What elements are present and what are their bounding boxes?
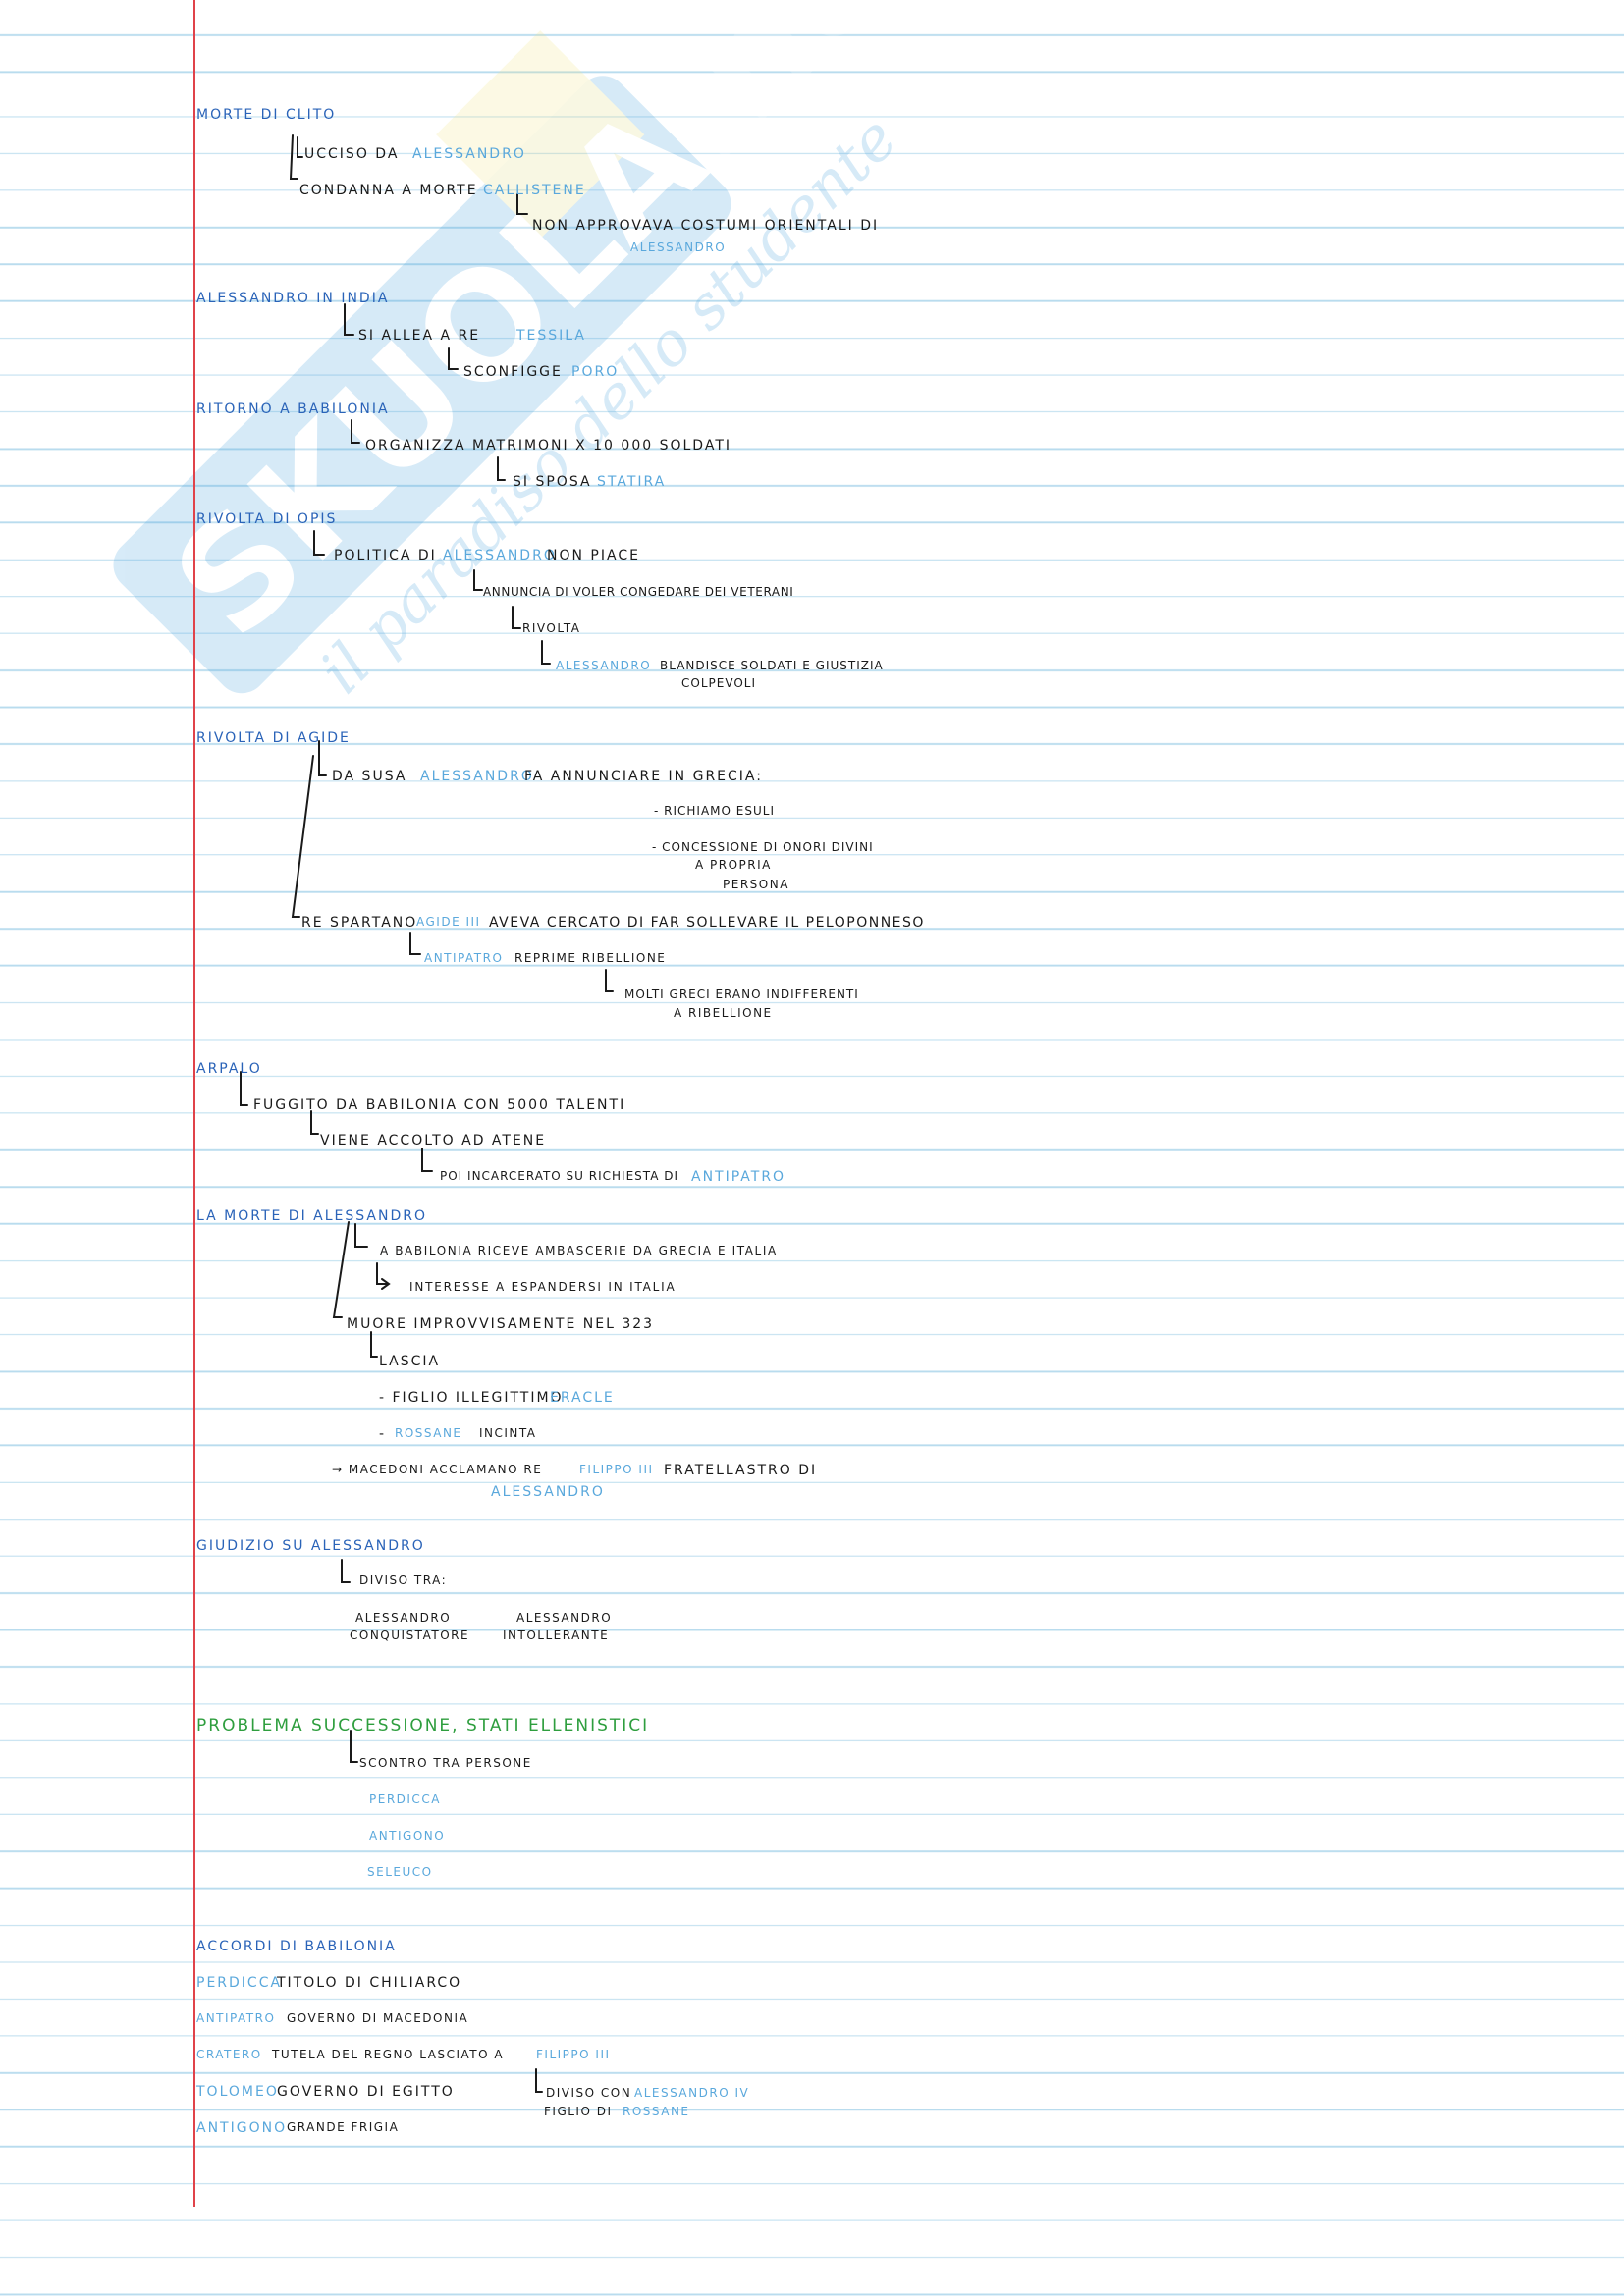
- name-highlight: ALESSANDRO: [443, 548, 557, 563]
- name-highlight: ANTIGONO: [369, 1829, 446, 1842]
- note-text: - FIGLIO ILLEGITTIMO: [379, 1390, 564, 1406]
- note-text: CONDANNA A MORTE: [299, 183, 478, 198]
- name-highlight: ROSSANE: [623, 2105, 690, 2118]
- note-text: RIVOLTA: [522, 621, 581, 635]
- margin-line: [193, 0, 195, 2207]
- note-text: BLANDISCE SOLDATI E GIUSTIZIA: [660, 659, 884, 672]
- note-text: AVEVA CERCATO DI FAR SOLLEVARE IL PELOPO…: [489, 915, 925, 931]
- note-text: POLITICA DI: [334, 548, 437, 563]
- note-text: FUGGITO DA BABILONIA CON 5000 TALENTI: [253, 1097, 626, 1113]
- note-text: PERSONA: [723, 878, 789, 891]
- name-highlight: ALESSANDRO IV: [634, 2086, 750, 2100]
- name-highlight: CALLISTENE: [483, 183, 586, 198]
- name-highlight: ANTIPATRO: [424, 951, 504, 965]
- note-text: DIVISO TRA:: [359, 1574, 448, 1587]
- note-text: SCONTRO TRA PERSONE: [359, 1756, 532, 1770]
- name-highlight: AGIDE III: [416, 915, 481, 929]
- name-highlight: CRATERO: [196, 2048, 262, 2061]
- note-text: POI INCARCERATO SU RICHIESTA DI: [440, 1169, 678, 1183]
- name-highlight: TOLOMEO: [196, 2084, 279, 2100]
- note-text: GRANDE FRIGIA: [287, 2120, 400, 2134]
- note-text: COLPEVOLI: [681, 676, 756, 690]
- note-text: DIVISO CON: [546, 2086, 632, 2100]
- note-text: DA SUSA: [332, 769, 407, 784]
- name-highlight: ANTIPATRO: [196, 2011, 276, 2025]
- name-highlight: STATIRA: [597, 474, 667, 490]
- name-highlight: SELEUCO: [367, 1865, 433, 1879]
- note-text: A PROPRIA: [695, 858, 772, 872]
- note-text: FA ANNUNCIARE IN GRECIA:: [524, 769, 763, 784]
- name-highlight: ANTIGONO: [196, 2120, 288, 2136]
- section-heading-giudizio: GIUDIZIO SU ALESSANDRO: [196, 1538, 425, 1554]
- name-highlight: ALESSANDRO: [420, 769, 534, 784]
- name-highlight: PERDICCA: [369, 1792, 441, 1806]
- section-heading-opis: RIVOLTA DI OPIS: [196, 511, 338, 527]
- name-highlight: ERACLE: [550, 1390, 615, 1406]
- note-text: ANNUNCIA DI VOLER CONGEDARE DEI VETERANI: [483, 585, 794, 599]
- note-text: REPRIME RIBELLIONE: [514, 951, 667, 965]
- section-heading-successione: PROBLEMA SUCCESSIONE, STATI ELLENISTICI: [196, 1716, 650, 1735]
- name-highlight: ALESSANDRO: [630, 240, 727, 254]
- note-text: TUTELA DEL REGNO LASCIATO A: [272, 2048, 505, 2061]
- note-text: MOLTI GRECI ERANO INDIFFERENTI: [624, 988, 859, 1001]
- note-text: → MACEDONI ACCLAMANO RE: [332, 1463, 543, 1476]
- section-heading-ritorno-babilonia: RITORNO A BABILONIA: [196, 401, 390, 417]
- note-text: INCINTA: [479, 1426, 537, 1440]
- note-text: - CONCESSIONE DI ONORI DIVINI: [652, 840, 874, 854]
- name-highlight: PORO: [571, 364, 620, 380]
- note-text: ALESSANDRO: [355, 1611, 452, 1625]
- note-text: NON APPROVAVA COSTUMI ORIENTALI DI: [532, 218, 880, 234]
- note-text: SCONFIGGE: [463, 364, 563, 380]
- name-highlight: ALESSANDRO: [412, 146, 526, 162]
- note-text: ORGANIZZA MATRIMONI X 10 000 SOLDATI: [365, 438, 731, 454]
- note-text: NON PIACE: [547, 548, 640, 563]
- section-heading-agide: RIVOLTA DI AGIDE: [196, 730, 351, 746]
- note-text: INTOLLERANTE: [503, 1629, 610, 1642]
- note-text: GOVERNO DI EGITTO: [277, 2084, 455, 2100]
- note-text: INTERESSE A ESPANDERSI IN ITALIA: [409, 1280, 677, 1294]
- name-highlight: FILIPPO III: [536, 2048, 611, 2061]
- note-text: MUORE IMPROVVISAMENTE NEL 323: [347, 1316, 655, 1332]
- note-text: VIENE ACCOLTO AD ATENE: [320, 1133, 547, 1148]
- note-text: FRATELLASTRO DI: [664, 1463, 818, 1478]
- note-text: ALESSANDRO: [516, 1611, 613, 1625]
- name-highlight: ROSSANE: [395, 1426, 462, 1440]
- name-highlight: ALESSANDRO: [491, 1484, 605, 1500]
- section-heading-morte-alessandro: LA MORTE DI ALESSANDRO: [196, 1208, 427, 1224]
- note-text: -: [379, 1426, 387, 1442]
- name-highlight: ALESSANDRO: [556, 659, 652, 672]
- note-text: RE SPARTANO: [301, 915, 418, 931]
- note-text: A BABILONIA RICEVE AMBASCERIE DA GRECIA …: [380, 1244, 778, 1257]
- note-text: A RIBELLIONE: [674, 1006, 773, 1020]
- name-highlight: PERDICCA: [196, 1975, 283, 1991]
- note-text: GOVERNO DI MACEDONIA: [287, 2011, 469, 2025]
- note-text: LASCIA: [379, 1354, 441, 1369]
- name-highlight: TESSILA: [516, 328, 586, 344]
- note-text: CONQUISTATORE: [350, 1629, 470, 1642]
- note-text: UCCISO DA: [304, 146, 400, 162]
- note-text: TITOLO DI CHILIARCO: [277, 1975, 462, 1991]
- note-text: SI ALLEA A RE: [358, 328, 481, 344]
- note-text: - RICHIAMO ESULI: [654, 804, 775, 818]
- note-text: FIGLIO DI: [544, 2105, 613, 2118]
- section-heading-accordi: ACCORDI DI BABILONIA: [196, 1939, 397, 1954]
- name-highlight: ANTIPATRO: [691, 1169, 786, 1185]
- name-highlight: FILIPPO III: [579, 1463, 654, 1476]
- note-text: SI SPOSA: [513, 474, 592, 490]
- section-heading-india: ALESSANDRO IN INDIA: [196, 291, 390, 306]
- section-heading-arpalo: ARPALO: [196, 1061, 262, 1077]
- section-heading-morte-clito: MORTE DI CLITO: [196, 107, 337, 123]
